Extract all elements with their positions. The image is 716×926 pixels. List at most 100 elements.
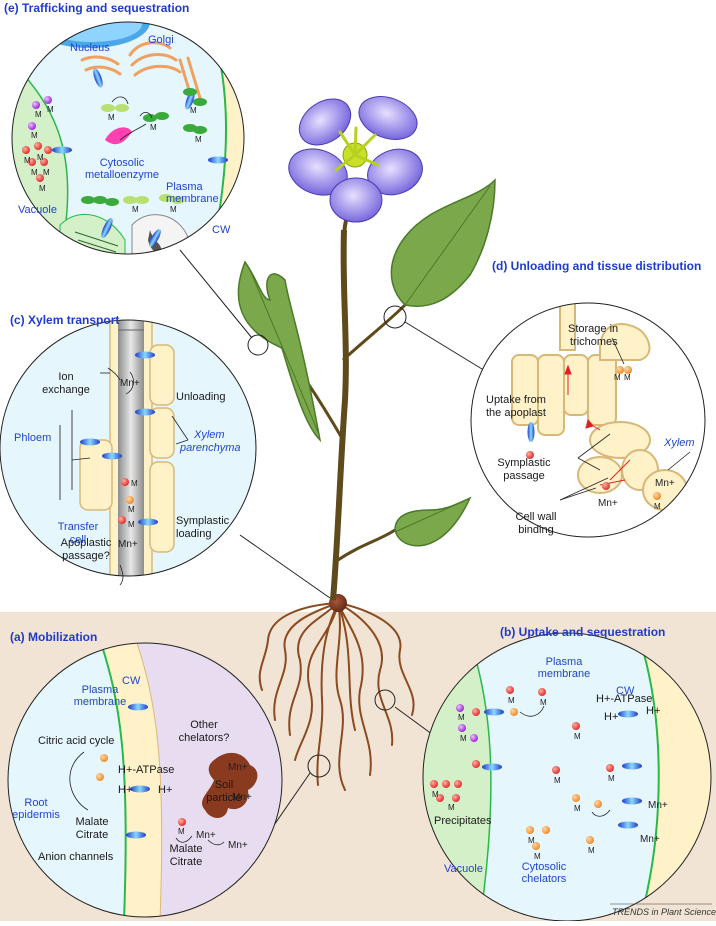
panel-c-letter: (c): [10, 313, 25, 327]
label-ion-d2: Mn+: [598, 498, 618, 509]
svg-text:M: M: [554, 776, 561, 785]
svg-text:M: M: [31, 168, 38, 177]
svg-text:M: M: [432, 790, 439, 799]
svg-text:M: M: [458, 713, 465, 722]
svg-text:(b) Uptake and sequestration: (b) Uptake and sequestration: [500, 625, 665, 639]
svg-text:M: M: [588, 846, 595, 855]
svg-text:M: M: [178, 827, 185, 836]
panel-a: M Mn+ Mn+ Mn+ Mn+ (a) Mobilization Plasm…: [7, 630, 283, 918]
label-ion-b1: Mn+: [648, 800, 668, 811]
svg-text:M: M: [131, 479, 138, 488]
svg-text:M: M: [460, 734, 467, 743]
label-precipitates: Precipitates: [434, 815, 492, 827]
svg-text:M: M: [608, 774, 615, 783]
svg-text:M: M: [534, 852, 541, 861]
label-ion-a2: Mn+: [232, 792, 252, 803]
zoom-ring-root-tip: [374, 689, 396, 711]
label-ion-c1: Mn+: [120, 378, 140, 389]
leaf-left: [237, 260, 322, 443]
label-ion-a3: Mn+: [228, 840, 248, 851]
svg-text:M: M: [108, 113, 115, 122]
zoom-ring-root: [307, 754, 331, 778]
label-cw-a: CW: [122, 675, 141, 687]
svg-text:M: M: [35, 110, 42, 119]
svg-text:(c) Xylem transport: (c) Xylem transport: [10, 313, 119, 327]
panel-d-letter: (d): [492, 259, 507, 273]
label-vacuole: Vacuole: [18, 204, 57, 216]
panel-e-letter: (e): [4, 1, 19, 15]
svg-text:M: M: [24, 156, 31, 165]
leaf-lower: [394, 496, 472, 547]
label-cw-b: CW: [616, 685, 635, 697]
plant: [179, 96, 501, 858]
svg-text:M: M: [150, 123, 157, 132]
svg-text:M: M: [528, 836, 535, 845]
label-anion-channels: Anion channels: [38, 851, 114, 863]
label-ion-a1: Mn+: [228, 762, 248, 773]
svg-text:M: M: [614, 373, 621, 382]
label-nucleus: Nucleus: [70, 42, 110, 54]
label-phloem: Phloem: [14, 432, 51, 444]
panel-c-title: Xylem transport: [28, 313, 119, 327]
panel-b-title: Uptake and sequestration: [519, 625, 666, 639]
panel-b-letter: (b): [500, 625, 515, 639]
svg-text:M: M: [574, 804, 581, 813]
zoom-ring-leaf-right: [383, 305, 407, 329]
label-h-in-a: H+: [118, 784, 132, 796]
leaf-right: [390, 178, 496, 307]
label-h-out-b: H+: [646, 705, 660, 717]
svg-text:M: M: [654, 502, 661, 511]
panel-a-title: Mobilization: [28, 630, 97, 644]
label-h-out-a: H+: [158, 784, 172, 796]
svg-text:M: M: [574, 732, 581, 741]
svg-text:M: M: [132, 205, 139, 214]
svg-text:M: M: [190, 106, 197, 115]
label-ion-b2: Mn+: [640, 834, 660, 845]
label-citric-acid-cycle: Citric acid cycle: [38, 735, 114, 747]
label-xylem-d: Xylem: [663, 437, 695, 449]
svg-text:M: M: [508, 696, 515, 705]
label-atpase-b: H+-ATPase: [596, 693, 652, 705]
label-ion-c2: Mn+: [118, 539, 138, 550]
zoom-ring-leaf: [247, 334, 269, 356]
svg-text:M: M: [170, 205, 177, 214]
panel-e-title: Trafficking and sequestration: [22, 1, 189, 15]
roots: [258, 602, 415, 791]
panel-d: M M M Mn+ Mn+ (d) Unloading and tissue d…: [470, 259, 706, 538]
svg-text:(d) Unloading and tissue distr: (d) Unloading and tissue distribution: [492, 259, 701, 273]
svg-text:M: M: [47, 105, 54, 114]
panel-d-title: Unloading and tissue distribution: [511, 259, 702, 273]
label-ion-d: Mn+: [655, 478, 675, 489]
label-cw: CW: [212, 224, 231, 236]
svg-text:M: M: [39, 184, 46, 193]
svg-text:M: M: [128, 520, 135, 529]
svg-text:M: M: [128, 505, 135, 514]
svg-text:M: M: [540, 698, 547, 707]
svg-text:(e) Trafficking and sequestrat: (e) Trafficking and sequestration: [4, 1, 189, 15]
label-vacuole-b: Vacuole: [444, 863, 483, 875]
label-h-in-b: H+: [604, 711, 618, 723]
svg-text:M: M: [43, 168, 50, 177]
svg-text:(a) Mobilization: (a) Mobilization: [10, 630, 97, 644]
credit: TRENDS in Plant Science: [612, 907, 716, 917]
